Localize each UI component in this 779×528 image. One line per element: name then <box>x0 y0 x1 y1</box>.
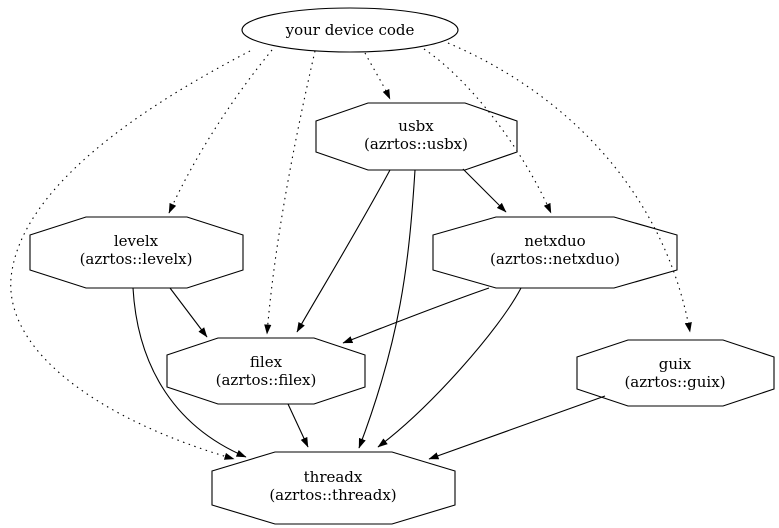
octagon-netxduo <box>432 216 678 289</box>
node-usbx: usbx (azrtos::usbx) <box>315 102 518 171</box>
node-label-threadx: threadx <box>304 468 363 486</box>
edge-usbx-threadx <box>358 169 416 449</box>
edge-device-levelx <box>168 49 273 214</box>
edge-netxduo-filex <box>342 287 490 344</box>
node-guix: guix (azrtos::guix) <box>576 339 775 407</box>
edge-usbx-netxduo <box>462 168 507 213</box>
edge-device-usbx <box>364 52 391 100</box>
node-sublabel-guix: (azrtos::guix) <box>624 373 725 391</box>
octagon-guix <box>576 339 775 407</box>
node-label-usbx: usbx <box>398 117 434 135</box>
ellipse-your-device-code <box>241 7 459 53</box>
node-sublabel-threadx: (azrtos::threadx) <box>269 486 396 504</box>
node-label-filex: filex <box>250 353 283 371</box>
edge-usbx-filex <box>296 169 391 333</box>
node-your-device-code: your device code <box>241 7 459 53</box>
edge-filex-threadx <box>287 403 309 448</box>
node-label-levelx: levelx <box>114 232 159 250</box>
edge-levelx-filex <box>169 287 208 338</box>
edge-device-netxduo <box>423 48 552 214</box>
octagon-usbx <box>315 102 518 171</box>
node-sublabel-filex: (azrtos::filex) <box>216 371 317 389</box>
edge-guix-threadx <box>428 395 606 460</box>
node-label-your-device-code: your device code <box>285 21 415 39</box>
edge-netxduo-threadx <box>377 287 522 448</box>
node-label-netxduo: netxduo <box>524 232 585 250</box>
node-sublabel-levelx: (azrtos::levelx) <box>80 250 193 268</box>
node-label-guix: guix <box>659 355 692 373</box>
octagon-filex <box>166 337 366 405</box>
edge-levelx-threadx <box>132 287 247 458</box>
node-sublabel-netxduo: (azrtos::netxduo) <box>490 250 620 268</box>
octagon-threadx <box>211 451 456 525</box>
octagon-levelx <box>29 216 244 289</box>
edges <box>10 42 692 460</box>
node-threadx: threadx (azrtos::threadx) <box>211 451 456 525</box>
edge-device-filex <box>264 50 316 335</box>
edge-device-guix <box>447 42 692 333</box>
node-levelx: levelx (azrtos::levelx) <box>29 216 244 289</box>
node-filex: filex (azrtos::filex) <box>166 337 366 405</box>
node-sublabel-usbx: (azrtos::usbx) <box>364 135 468 153</box>
node-netxduo: netxduo (azrtos::netxduo) <box>432 216 678 289</box>
